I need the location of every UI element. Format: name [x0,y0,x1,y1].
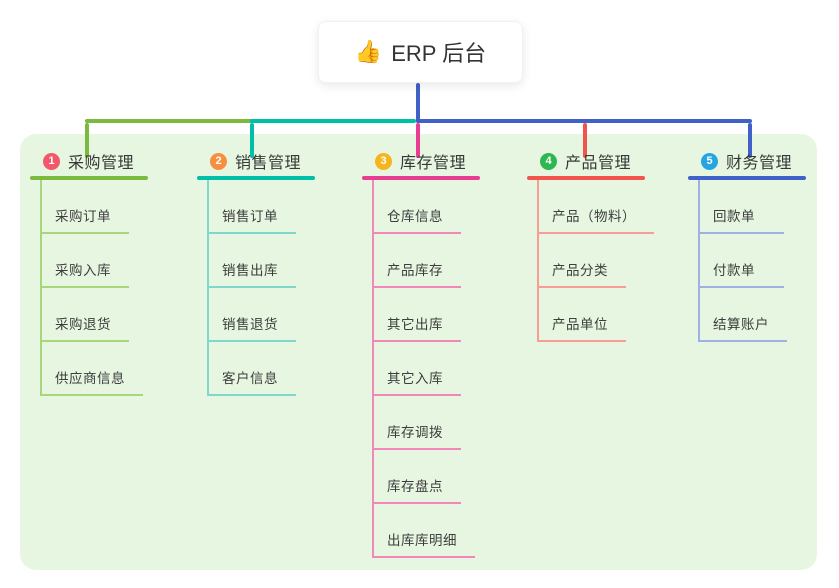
h-segment-1 [85,119,254,123]
branch-underline [362,176,480,180]
branch-number-badge: 2 [210,152,227,170]
branch-label: 财务管理 [726,155,793,172]
trunk-line [416,83,420,123]
branch-label: 库存管理 [400,155,467,172]
child-node[interactable]: 回款单 [700,180,784,234]
branch-underline [527,176,645,180]
branch-children: 采购订单采购入库采购退货供应商信息 [40,180,143,396]
drop-line-4 [583,123,587,158]
branch-number-badge: 3 [375,152,392,170]
branch-header[interactable]: 2 销售管理 [197,146,315,176]
branch-children: 仓库信息产品库存其它出库其它入库库存调拨库存盘点出库库明细 [372,180,475,558]
child-node[interactable]: 结算账户 [700,288,787,342]
child-node[interactable]: 产品分类 [539,234,626,288]
child-node[interactable]: 其它入库 [374,342,461,396]
branch-4: 4 产品管理 产品（物料）产品分类产品单位 [527,146,654,342]
branch-children: 产品（物料）产品分类产品单位 [537,180,654,342]
branch-underline [688,176,806,180]
child-node[interactable]: 产品（物料） [539,180,654,234]
child-node[interactable]: 采购入库 [42,234,129,288]
child-node[interactable]: 客户信息 [209,342,296,396]
child-node[interactable]: 出库库明细 [374,504,475,558]
child-node[interactable]: 库存调拨 [374,396,461,450]
branch-label: 销售管理 [235,155,302,172]
branch-header[interactable]: 1 采购管理 [30,146,148,176]
branch-underline [30,176,148,180]
branch-header[interactable]: 4 产品管理 [527,146,654,176]
child-node[interactable]: 采购退货 [42,288,129,342]
child-node[interactable]: 供应商信息 [42,342,143,396]
branch-underline [197,176,315,180]
drop-line-3 [416,123,420,158]
drop-line-5 [748,123,752,158]
drop-line-2 [250,123,254,158]
root-node-erp[interactable]: 👍 ERP 后台 [318,21,523,83]
branch-children: 回款单付款单结算账户 [698,180,787,342]
branch-header[interactable]: 5 财务管理 [688,146,806,176]
child-node[interactable]: 其它出库 [374,288,461,342]
child-node[interactable]: 付款单 [700,234,784,288]
branch-children: 销售订单销售出库销售退货客户信息 [207,180,296,396]
branches-panel [20,134,817,570]
child-node[interactable]: 销售出库 [209,234,296,288]
child-node[interactable]: 销售订单 [209,180,296,234]
child-node[interactable]: 采购订单 [42,180,129,234]
child-node[interactable]: 产品库存 [374,234,461,288]
child-node[interactable]: 仓库信息 [374,180,461,234]
root-node-label: ERP 后台 [391,41,487,66]
branch-1: 1 采购管理 采购订单采购入库采购退货供应商信息 [30,146,148,396]
branch-5: 5 财务管理 回款单付款单结算账户 [688,146,806,342]
branch-2: 2 销售管理 销售订单销售出库销售退货客户信息 [197,146,315,396]
branch-header[interactable]: 3 库存管理 [362,146,480,176]
h-segment-3 [416,119,752,123]
branch-label: 采购管理 [68,155,135,172]
branch-number-badge: 4 [540,152,557,170]
child-node[interactable]: 销售退货 [209,288,296,342]
h-segment-2 [250,119,416,123]
child-node[interactable]: 产品单位 [539,288,626,342]
child-node[interactable]: 库存盘点 [374,450,461,504]
branch-3: 3 库存管理 仓库信息产品库存其它出库其它入库库存调拨库存盘点出库库明细 [362,146,480,558]
thumbs-up-icon: 👍 [354,39,383,64]
branch-label: 产品管理 [565,155,632,172]
drop-line-1 [85,123,89,158]
branch-number-badge: 1 [43,152,60,170]
branch-number-badge: 5 [701,152,718,170]
